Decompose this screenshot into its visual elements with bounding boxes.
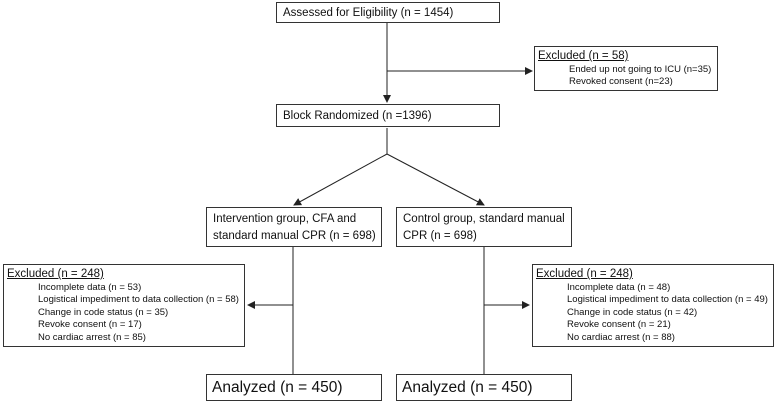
control-line1: Control group, standard manual [403,213,565,225]
intervention-line1: Intervention group, CFA and [213,213,357,225]
list-item: Revoke consent (n = 21) [567,319,671,331]
list-item: Ended up not going to ICU (n=35) [569,64,712,75]
arrow-to-intervention [293,153,388,206]
assessed-label: Assessed for Eligibility (n = 1454) [283,7,454,19]
randomized-label: Block Randomized (n =1396) [283,110,432,122]
list-item: Incomplete data (n = 53) [38,282,142,293]
analyzed-right-box: Analyzed (n = 450) [396,374,572,401]
list-item: Logistical impediment to data collection… [38,294,239,306]
excluded-top-list: Ended up not going to ICU (n=35) Revoked… [569,64,711,89]
control-line2: CPR (n = 698) [403,230,477,242]
list-item: Revoke consent (n = 17) [38,319,142,331]
arrow-to-control [386,153,485,206]
excluded-top-box: Excluded (n = 58) Ended up not going to … [534,46,718,91]
list-item: Logistical impediment to data collection… [567,294,768,306]
excluded-right-title: Excluded (n = 248) [536,268,633,280]
intervention-box: Intervention group, CFA and standard man… [206,207,382,247]
excluded-top-title: Excluded (n = 58) [538,50,629,62]
excluded-left-list: Incomplete data (n = 53) Logistical impe… [38,282,239,344]
excluded-right-box: Excluded (n = 248) Incomplete data (n = … [532,264,774,347]
list-item: Revoked consent (n=23) [569,76,673,88]
list-item: Incomplete data (n = 48) [567,282,671,293]
list-item: No cardiac arrest (n = 88) [567,331,675,343]
excluded-left-box: Excluded (n = 248) Incomplete data (n = … [3,264,245,347]
control-box: Control group, standard manual CPR (n = … [396,207,572,247]
list-item: Change in code status (n = 42) [567,306,698,318]
analyzed-right-label: Analyzed (n = 450) [402,379,533,396]
randomized-box: Block Randomized (n =1396) [276,104,500,127]
list-item: No cardiac arrest (n = 85) [38,331,146,343]
excluded-right-list: Incomplete data (n = 48) Logistical impe… [567,282,768,344]
analyzed-left-box-frame: Analyzed (n = 450) [206,374,382,401]
list-item: Change in code status (n = 35) [38,306,169,318]
assessed-box: Assessed for Eligibility (n = 1454) [276,2,500,23]
intervention-line2: standard manual CPR (n = 698) [213,230,376,242]
analyzed-left-label: Analyzed (n = 450) [212,379,343,396]
excluded-left-title: Excluded (n = 248) [7,268,104,280]
